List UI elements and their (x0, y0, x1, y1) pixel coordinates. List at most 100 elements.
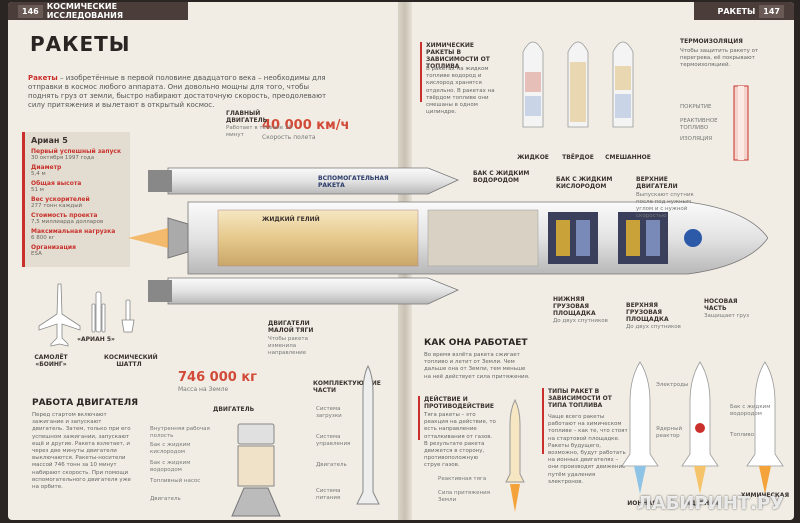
small-engines-label: ДВИГАТЕЛИ МАЛОЙ ТЯГИ (268, 320, 314, 334)
types-text: Чаще всего ракеты работают на химическом… (548, 414, 628, 485)
fact-box-title: Ариан 5 (31, 136, 68, 145)
upper-booster-nozzle (148, 170, 172, 192)
fact-key: Общая высота (31, 180, 82, 187)
fuel-type-hybrid: СМЕШАННОЕ (605, 154, 651, 161)
fuel-type-solid: ТВЁРДОЕ (562, 154, 594, 161)
upper-bay-sub: До двух спутников (626, 324, 681, 330)
how-it-works-title: КАК ОНА РАБОТАЕТ (424, 338, 528, 348)
fuel-section-bar (420, 42, 422, 102)
fact-value: 7,5 миллиарда долларов (31, 219, 104, 225)
fact-key: Диаметр (31, 164, 62, 171)
section-name-left: КОСМИЧЕСКИЕ ИССЛЕДОВАНИЯ (46, 2, 124, 20)
liquid-tank (217, 209, 419, 267)
nose-label: НОСОВАЯ ЧАСТЬ (704, 298, 738, 312)
action-label: Сила притяжения Земли (438, 490, 491, 503)
fact-value: 277 тонн каждый (31, 203, 83, 209)
engine-part: Топливный насос (150, 478, 201, 484)
engine-diagram (231, 423, 281, 517)
fact-key: Организация (31, 244, 76, 251)
shuttle-label: КОСМИЧЕСКИЙ ШАТТЛ (104, 354, 158, 368)
fact-value: 5,4 м (31, 171, 46, 177)
booster-label: ВСПОМОГАТЕЛЬНАЯ РАКЕТА (318, 175, 389, 189)
size-comparison-illustration (38, 283, 135, 347)
action-title: ДЕЙСТВИЕ И ПРОТИВОДЕЙСТВИЕ (424, 396, 494, 410)
fact-value: 51 м (31, 187, 44, 193)
fact-value: 30 октября 1997 года (31, 155, 95, 161)
ariane-silhouette (95, 291, 102, 333)
insulation-item: РЕАКТИВНОЕ ТОПЛИВО (680, 118, 718, 131)
small-engines-sub: Чтобы ракета изменила направление (268, 336, 308, 356)
type-label: Ядерный реактор (656, 426, 683, 439)
engine-part: Бак с жидким водородом (150, 460, 191, 473)
ion-rocket (621, 361, 659, 467)
fact-value: ESA (31, 251, 42, 257)
rocket-types-illustration (621, 361, 784, 494)
payload-bays (548, 212, 668, 264)
speed-value: 40 000 км/ч (262, 118, 350, 133)
section-name-right: РАКЕТЫ (717, 6, 756, 16)
upper-booster (167, 167, 460, 195)
upper-engines-label: ВЕРХНИЕ ДВИГАТЕЛИ (636, 176, 678, 190)
insulation-title: ТЕРМОИЗОЛЯЦИЯ (680, 38, 743, 45)
insulation-text: Чтобы защитить ракету от перегрева, её п… (680, 48, 759, 69)
upper-bay-label: ВЕРХНЯЯ ГРУЗОВАЯ ПЛОЩАДКА (626, 302, 669, 323)
lower-bay-label: НИЖНЯЯ ГРУЗОВАЯ ПЛОЩАДКА (553, 296, 596, 317)
page-number-right: 147 (759, 4, 784, 18)
component-part: Система управления (316, 434, 351, 447)
fuel-type-liquid: ЖИДКОЕ (517, 154, 549, 161)
insulation-item: ИЗОЛЯЦИЯ (680, 136, 713, 142)
types-bar (542, 388, 544, 454)
plane-silhouette (38, 283, 81, 347)
main-engine-sub: Работает в течение 10 минут (226, 125, 292, 138)
speed-caption: Скорость полета (262, 134, 316, 141)
engine-part: Двигатель (150, 496, 181, 502)
oxygen-tank-label: БАК С ЖИДКИМ КИСЛОРОДОМ (556, 176, 613, 190)
book-spread: 146 КОСМИЧЕСКИЕ ИССЛЕДОВАНИЯ РАКЕТЫ 147 … (8, 2, 794, 520)
page-number-left: 146 (18, 4, 43, 18)
nuclear-rocket (681, 361, 719, 467)
component-part: Двигатель (316, 462, 347, 468)
insulation-item: ПОКРЫТИЕ (680, 104, 712, 110)
type-label: Топливо (730, 432, 755, 438)
fact-key: Стоимость проекта (31, 212, 98, 219)
main-engine-label: ГЛАВНЫЙ ДВИГАТЕЛЬ (226, 110, 268, 124)
plane-label: САМОЛЁТ «БОИНГ» (34, 354, 68, 368)
mass-value: 746 000 кг (178, 370, 257, 385)
engine-part: Бак с жидким кислородом (150, 442, 191, 455)
fuel-types-illustration (522, 41, 634, 128)
ariane-label: «АРИАН 5» (77, 336, 115, 343)
nose-sub: Защищает груз (704, 313, 750, 319)
components-rocket (356, 364, 380, 505)
header-left: 146 КОСМИЧЕСКИЕ ИССЛЕДОВАНИЯ (8, 2, 188, 20)
liquid-helium-label: ЖИДКИЙ ГЕЛИЙ (262, 216, 320, 223)
fuel-section-text: В ракетах на жидком топливе водород и ки… (426, 66, 495, 116)
main-engine-nozzle (167, 217, 189, 259)
fuel-section-title: ХИМИЧЕСКИЕ РАКЕТЫ В ЗАВИСИМОСТИ ОТ ТОПЛИ… (426, 42, 490, 70)
upper-engines-sub: Выпускают спутник после под нужным углом… (636, 192, 694, 219)
lower-booster (167, 277, 460, 305)
type-chemical: ХИМИЧЕСКАЯ (740, 492, 790, 499)
type-label: Бак с жидким водородом (730, 404, 771, 417)
action-bar (418, 396, 420, 440)
intro-lead: Ракеты (28, 74, 58, 82)
watermark-logo: ЛАБИРИНТ.РУ (636, 493, 784, 514)
type-label: Электроды (656, 382, 689, 388)
hydrogen-tank-label: БАК С ЖИДКИМ ВОДОРОДОМ (473, 170, 530, 184)
esa-logo-icon (684, 229, 702, 247)
fact-value: 6 800 кг (31, 235, 55, 241)
lower-booster-nozzle (148, 280, 172, 302)
lower-payload-bay (548, 212, 598, 264)
components-title: КОМПЛЕКТУЮЩИЕ ЧАСТИ (313, 380, 381, 394)
engine-diagram-title: ДВИГАТЕЛЬ (213, 406, 255, 413)
page-title: РАКЕТЫ (30, 32, 131, 56)
header-right: РАКЕТЫ 147 (694, 2, 794, 20)
fact-key: Максимальная нагрузка (31, 228, 116, 235)
component-part: Система загрузки (316, 406, 342, 419)
